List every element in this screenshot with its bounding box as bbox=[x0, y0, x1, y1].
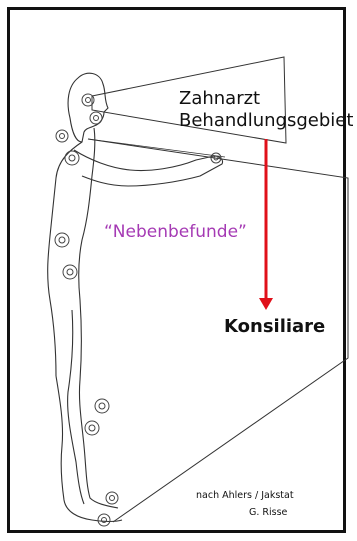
side-findings-label: “Nebenbefunde” bbox=[104, 222, 247, 242]
human-figure bbox=[48, 73, 223, 521]
arm-projection-line bbox=[88, 139, 225, 157]
consultation-label: Konsiliare bbox=[224, 316, 325, 337]
joint-markers bbox=[55, 94, 221, 526]
treatment-area-title: Zahnarzt Behandlungsgebiet bbox=[179, 88, 353, 132]
source-credit: nach Ahlers / Jakstat bbox=[196, 490, 294, 501]
author-credit: G. Risse bbox=[249, 507, 287, 518]
title-line-1: Zahnarzt bbox=[179, 88, 353, 110]
title-line-2: Behandlungsgebiet bbox=[179, 110, 353, 132]
